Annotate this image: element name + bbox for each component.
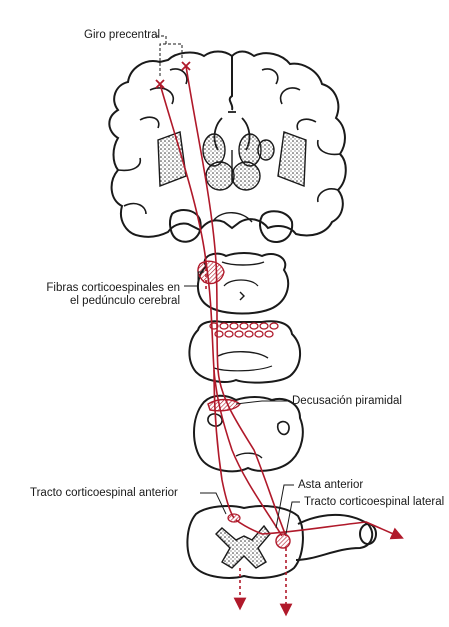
gyri-left bbox=[139, 68, 188, 129]
motor-axon-anterior bbox=[235, 519, 263, 535]
tract-fiber-anterior bbox=[213, 369, 235, 519]
leader-decussation bbox=[235, 400, 288, 405]
brain-outline bbox=[108, 50, 347, 238]
tract-fiber-2 bbox=[185, 65, 287, 537]
label-anterior-horn: Asta anterior bbox=[298, 479, 364, 491]
leader-anterior-tract bbox=[200, 492, 227, 515]
label-lateral-tract: Tracto corticoespinal lateral bbox=[304, 496, 445, 508]
putamen-right bbox=[277, 131, 307, 188]
dorsal-root-ganglion bbox=[359, 523, 377, 545]
midbrain-section bbox=[197, 252, 290, 315]
spinal-cord-section bbox=[186, 505, 304, 579]
brain-coronal-section bbox=[108, 50, 347, 238]
gyri-right bbox=[261, 68, 317, 131]
leader-peduncle bbox=[184, 271, 204, 287]
label-precentral-gyrus: Giro precentral bbox=[84, 29, 161, 41]
leader-anterior-horn bbox=[275, 484, 294, 529]
spinal-gray-matter bbox=[215, 524, 271, 569]
label-anterior-tract: Tracto corticoespinal anterior bbox=[30, 487, 178, 499]
spinal-nerve-root bbox=[295, 513, 374, 561]
pontine-fiber-bundles bbox=[209, 322, 279, 338]
temporal-lobes bbox=[169, 209, 294, 243]
leader-lateral-tract bbox=[285, 501, 300, 535]
thalamus-right bbox=[231, 161, 261, 191]
thalamus-left bbox=[205, 161, 235, 191]
label-peduncle-fibers: Fibras corticoespinales en el pedúnculo … bbox=[46, 282, 180, 307]
sylvian-right bbox=[316, 139, 341, 203]
corticospinal-tracts bbox=[159, 65, 404, 540]
motor-axon-out bbox=[261, 521, 404, 540]
lateral-tract-area bbox=[275, 533, 291, 549]
pyramidal-decussation-fibers bbox=[207, 398, 241, 412]
label-decussation: Decusación piramidal bbox=[292, 395, 402, 407]
pons-section bbox=[188, 320, 301, 384]
longitudinal-fissure bbox=[228, 56, 234, 111]
sylvian-left bbox=[117, 157, 147, 215]
structure-right-mid bbox=[257, 139, 275, 161]
caudate-left bbox=[202, 133, 226, 167]
tract-fiber-1 bbox=[159, 83, 283, 537]
cortex-neuron-markers bbox=[155, 61, 191, 89]
label-leader-lines bbox=[156, 35, 300, 535]
basal-nuclei bbox=[157, 131, 307, 191]
tract-continuations bbox=[205, 262, 293, 617]
leader-precentral bbox=[156, 35, 183, 78]
